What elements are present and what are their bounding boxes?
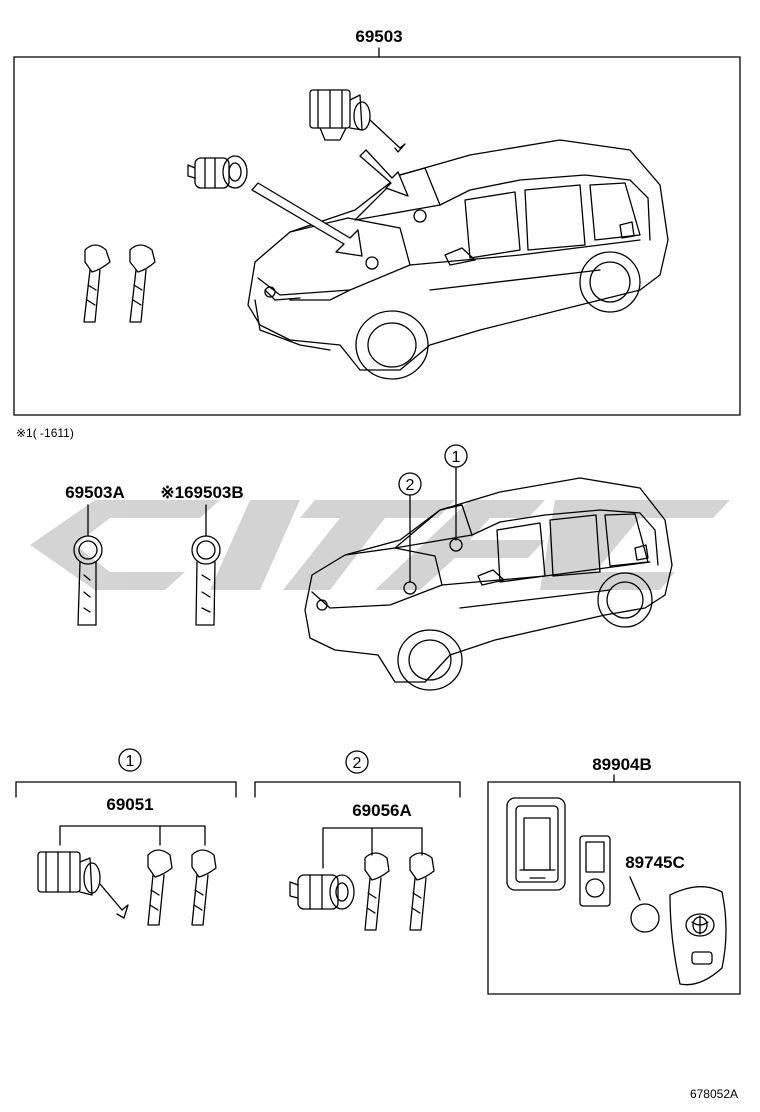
set-1-part-number: 69051 <box>106 795 153 814</box>
transmitter-part-number: 89904B <box>592 755 652 774</box>
key-a-part-number: 69503A <box>65 483 125 502</box>
transmitter-box <box>487 781 741 995</box>
callout-2-bottom <box>345 750 369 774</box>
set-2-bracket <box>254 781 461 798</box>
battery-icon <box>630 903 660 933</box>
key-icon <box>73 535 103 626</box>
callout-2-bottom-text: 2 <box>353 755 362 772</box>
key-icon <box>191 535 221 626</box>
note-text: ※1( -1611) <box>16 426 74 440</box>
callout-1-bottom-text: 1 <box>126 753 135 770</box>
key-icon <box>191 849 217 926</box>
vehicle-illustration-top <box>247 139 669 380</box>
kit-box <box>13 56 741 416</box>
battery-part-number: 89745C <box>625 853 685 872</box>
figure-id: 678052A <box>690 1087 738 1101</box>
key-icon <box>364 852 390 931</box>
callout-2-text: 2 <box>406 477 415 494</box>
key-icon <box>83 244 111 323</box>
smart-key-icon <box>669 886 727 986</box>
set-1-leader <box>59 825 206 846</box>
arrow-door <box>359 149 409 197</box>
key-cover-icon <box>579 835 611 907</box>
ignition-cylinder-icon <box>289 874 355 910</box>
ignition-cylinder-icon <box>187 155 248 189</box>
set-1-bracket <box>15 781 237 798</box>
callout-1-bottom <box>118 748 142 772</box>
kit-part-number: 69503 <box>355 27 402 46</box>
callout-1-text: 1 <box>452 449 461 466</box>
key-icon <box>147 849 173 926</box>
set-2-leader <box>322 827 423 869</box>
door-lock-cylinder-icon <box>37 851 129 919</box>
arrow-ignition <box>251 182 363 257</box>
door-lock-cylinder-icon <box>309 89 406 153</box>
key-icon <box>129 244 156 323</box>
key-b-part-number: ※169503B <box>160 483 243 502</box>
set-2-part-number: 69056A <box>352 801 412 820</box>
key-case-icon <box>506 797 566 891</box>
watermark-logo <box>30 500 730 590</box>
key-icon <box>409 852 435 931</box>
vehicle-illustration-middle <box>304 477 673 691</box>
